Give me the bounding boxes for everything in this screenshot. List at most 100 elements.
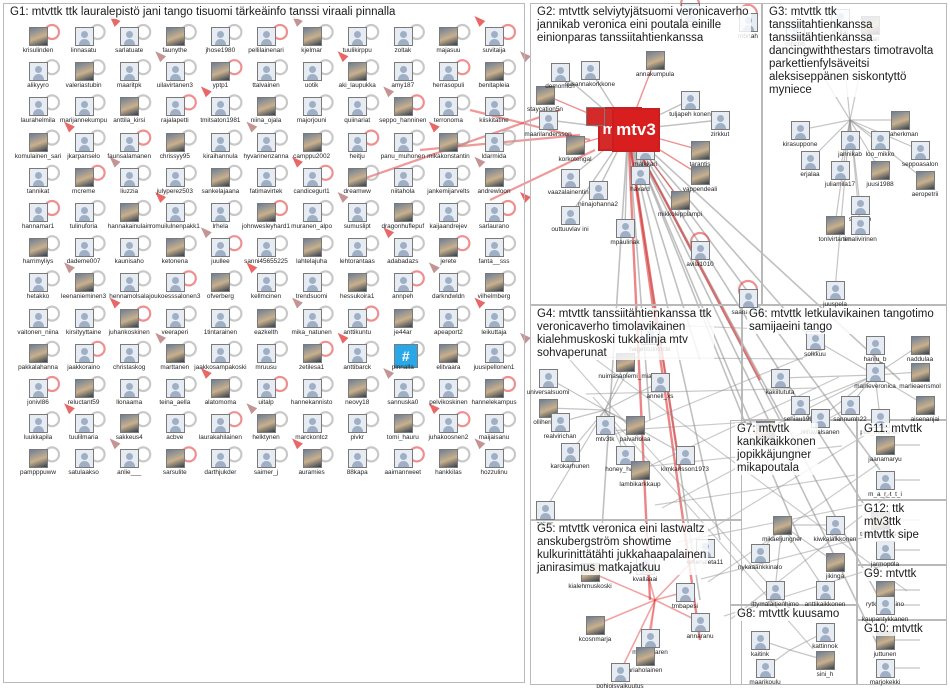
user-node[interactable]	[651, 373, 670, 392]
user-node[interactable]	[911, 141, 930, 160]
user-node[interactable]	[29, 97, 48, 117]
user-node[interactable]	[586, 616, 605, 635]
user-node[interactable]	[439, 379, 459, 398]
user-node[interactable]	[771, 369, 790, 388]
user-node[interactable]	[676, 446, 695, 465]
user-node[interactable]	[566, 136, 585, 155]
user-node[interactable]	[631, 166, 650, 185]
user-node[interactable]	[916, 171, 935, 190]
user-node[interactable]	[74, 238, 94, 258]
user-node[interactable]	[302, 97, 322, 117]
user-node[interactable]	[911, 336, 930, 355]
user-node[interactable]	[302, 379, 322, 398]
mtv3-main-hub[interactable]: mtv3	[612, 108, 660, 152]
mtv-node[interactable]	[586, 107, 605, 126]
user-node[interactable]	[439, 132, 459, 152]
user-node[interactable]	[257, 62, 276, 82]
user-node[interactable]	[348, 167, 368, 187]
user-node[interactable]	[756, 659, 775, 678]
user-node[interactable]	[916, 396, 935, 415]
user-node[interactable]	[165, 273, 185, 293]
user-node[interactable]	[211, 449, 231, 469]
user-node[interactable]	[74, 203, 94, 222]
user-node[interactable]	[74, 132, 94, 152]
user-node[interactable]	[439, 449, 459, 469]
user-node[interactable]	[257, 273, 276, 293]
user-node[interactable]	[165, 343, 185, 363]
user-node[interactable]	[393, 273, 413, 293]
user-node[interactable]	[302, 449, 322, 469]
user-node[interactable]	[871, 131, 890, 150]
user-node[interactable]	[485, 238, 504, 258]
user-node[interactable]	[801, 151, 820, 170]
user-node[interactable]	[302, 238, 322, 258]
user-node[interactable]	[257, 203, 276, 222]
user-node[interactable]	[348, 132, 368, 152]
user-node[interactable]	[257, 132, 276, 152]
user-node[interactable]	[393, 449, 413, 469]
user-node[interactable]	[851, 196, 870, 215]
user-node[interactable]	[257, 167, 276, 187]
user-node[interactable]	[211, 273, 231, 293]
user-node[interactable]	[29, 27, 48, 46]
user-node[interactable]	[393, 132, 413, 152]
user-node[interactable]	[211, 414, 231, 434]
user-node[interactable]	[485, 62, 504, 82]
user-node[interactable]	[120, 449, 140, 469]
user-node[interactable]	[816, 623, 835, 642]
user-node[interactable]	[29, 238, 48, 258]
user-node[interactable]	[302, 414, 322, 434]
user-node[interactable]	[539, 111, 558, 130]
user-node[interactable]	[739, 289, 758, 308]
user-node[interactable]	[611, 663, 630, 682]
user-node[interactable]	[485, 414, 504, 434]
user-node[interactable]	[876, 596, 895, 615]
user-node[interactable]	[74, 273, 94, 293]
user-node[interactable]	[871, 161, 890, 180]
user-node[interactable]	[302, 132, 322, 152]
user-node[interactable]	[211, 132, 231, 152]
user-node[interactable]	[691, 241, 710, 260]
user-node[interactable]	[348, 449, 368, 469]
user-node[interactable]	[302, 62, 322, 82]
user-node[interactable]	[211, 62, 231, 82]
user-node[interactable]	[393, 167, 413, 187]
user-node[interactable]	[439, 62, 459, 82]
user-node[interactable]	[257, 414, 276, 434]
user-node[interactable]	[589, 181, 608, 200]
user-node[interactable]	[29, 132, 48, 152]
user-node[interactable]	[711, 111, 730, 130]
user-node[interactable]	[439, 273, 459, 293]
user-node[interactable]	[561, 206, 580, 225]
user-node[interactable]	[120, 414, 140, 434]
user-node[interactable]	[485, 132, 504, 152]
user-node[interactable]	[866, 363, 885, 382]
user-node[interactable]	[681, 91, 700, 110]
user-node[interactable]	[616, 219, 635, 238]
user-node[interactable]	[831, 161, 850, 180]
user-node[interactable]	[165, 449, 185, 469]
user-node[interactable]	[866, 336, 885, 355]
user-node[interactable]	[120, 27, 140, 46]
user-node[interactable]	[791, 396, 810, 415]
user-node[interactable]	[646, 51, 665, 70]
user-node[interactable]	[826, 553, 845, 572]
user-node[interactable]	[74, 308, 94, 328]
user-node[interactable]	[348, 343, 368, 363]
user-node[interactable]	[581, 61, 600, 80]
user-node[interactable]	[439, 343, 459, 363]
user-node[interactable]	[348, 238, 368, 258]
user-node[interactable]	[691, 166, 710, 185]
user-node[interactable]	[876, 436, 895, 455]
user-node[interactable]	[74, 167, 94, 187]
user-node[interactable]	[211, 203, 231, 222]
user-node[interactable]	[826, 281, 845, 300]
user-node[interactable]	[536, 86, 555, 105]
user-node[interactable]	[626, 416, 645, 435]
user-node[interactable]	[29, 343, 48, 363]
user-node[interactable]	[165, 203, 185, 222]
user-node[interactable]	[439, 203, 459, 222]
user-node[interactable]	[165, 27, 185, 46]
user-node[interactable]	[120, 167, 140, 187]
user-node[interactable]	[876, 471, 895, 490]
